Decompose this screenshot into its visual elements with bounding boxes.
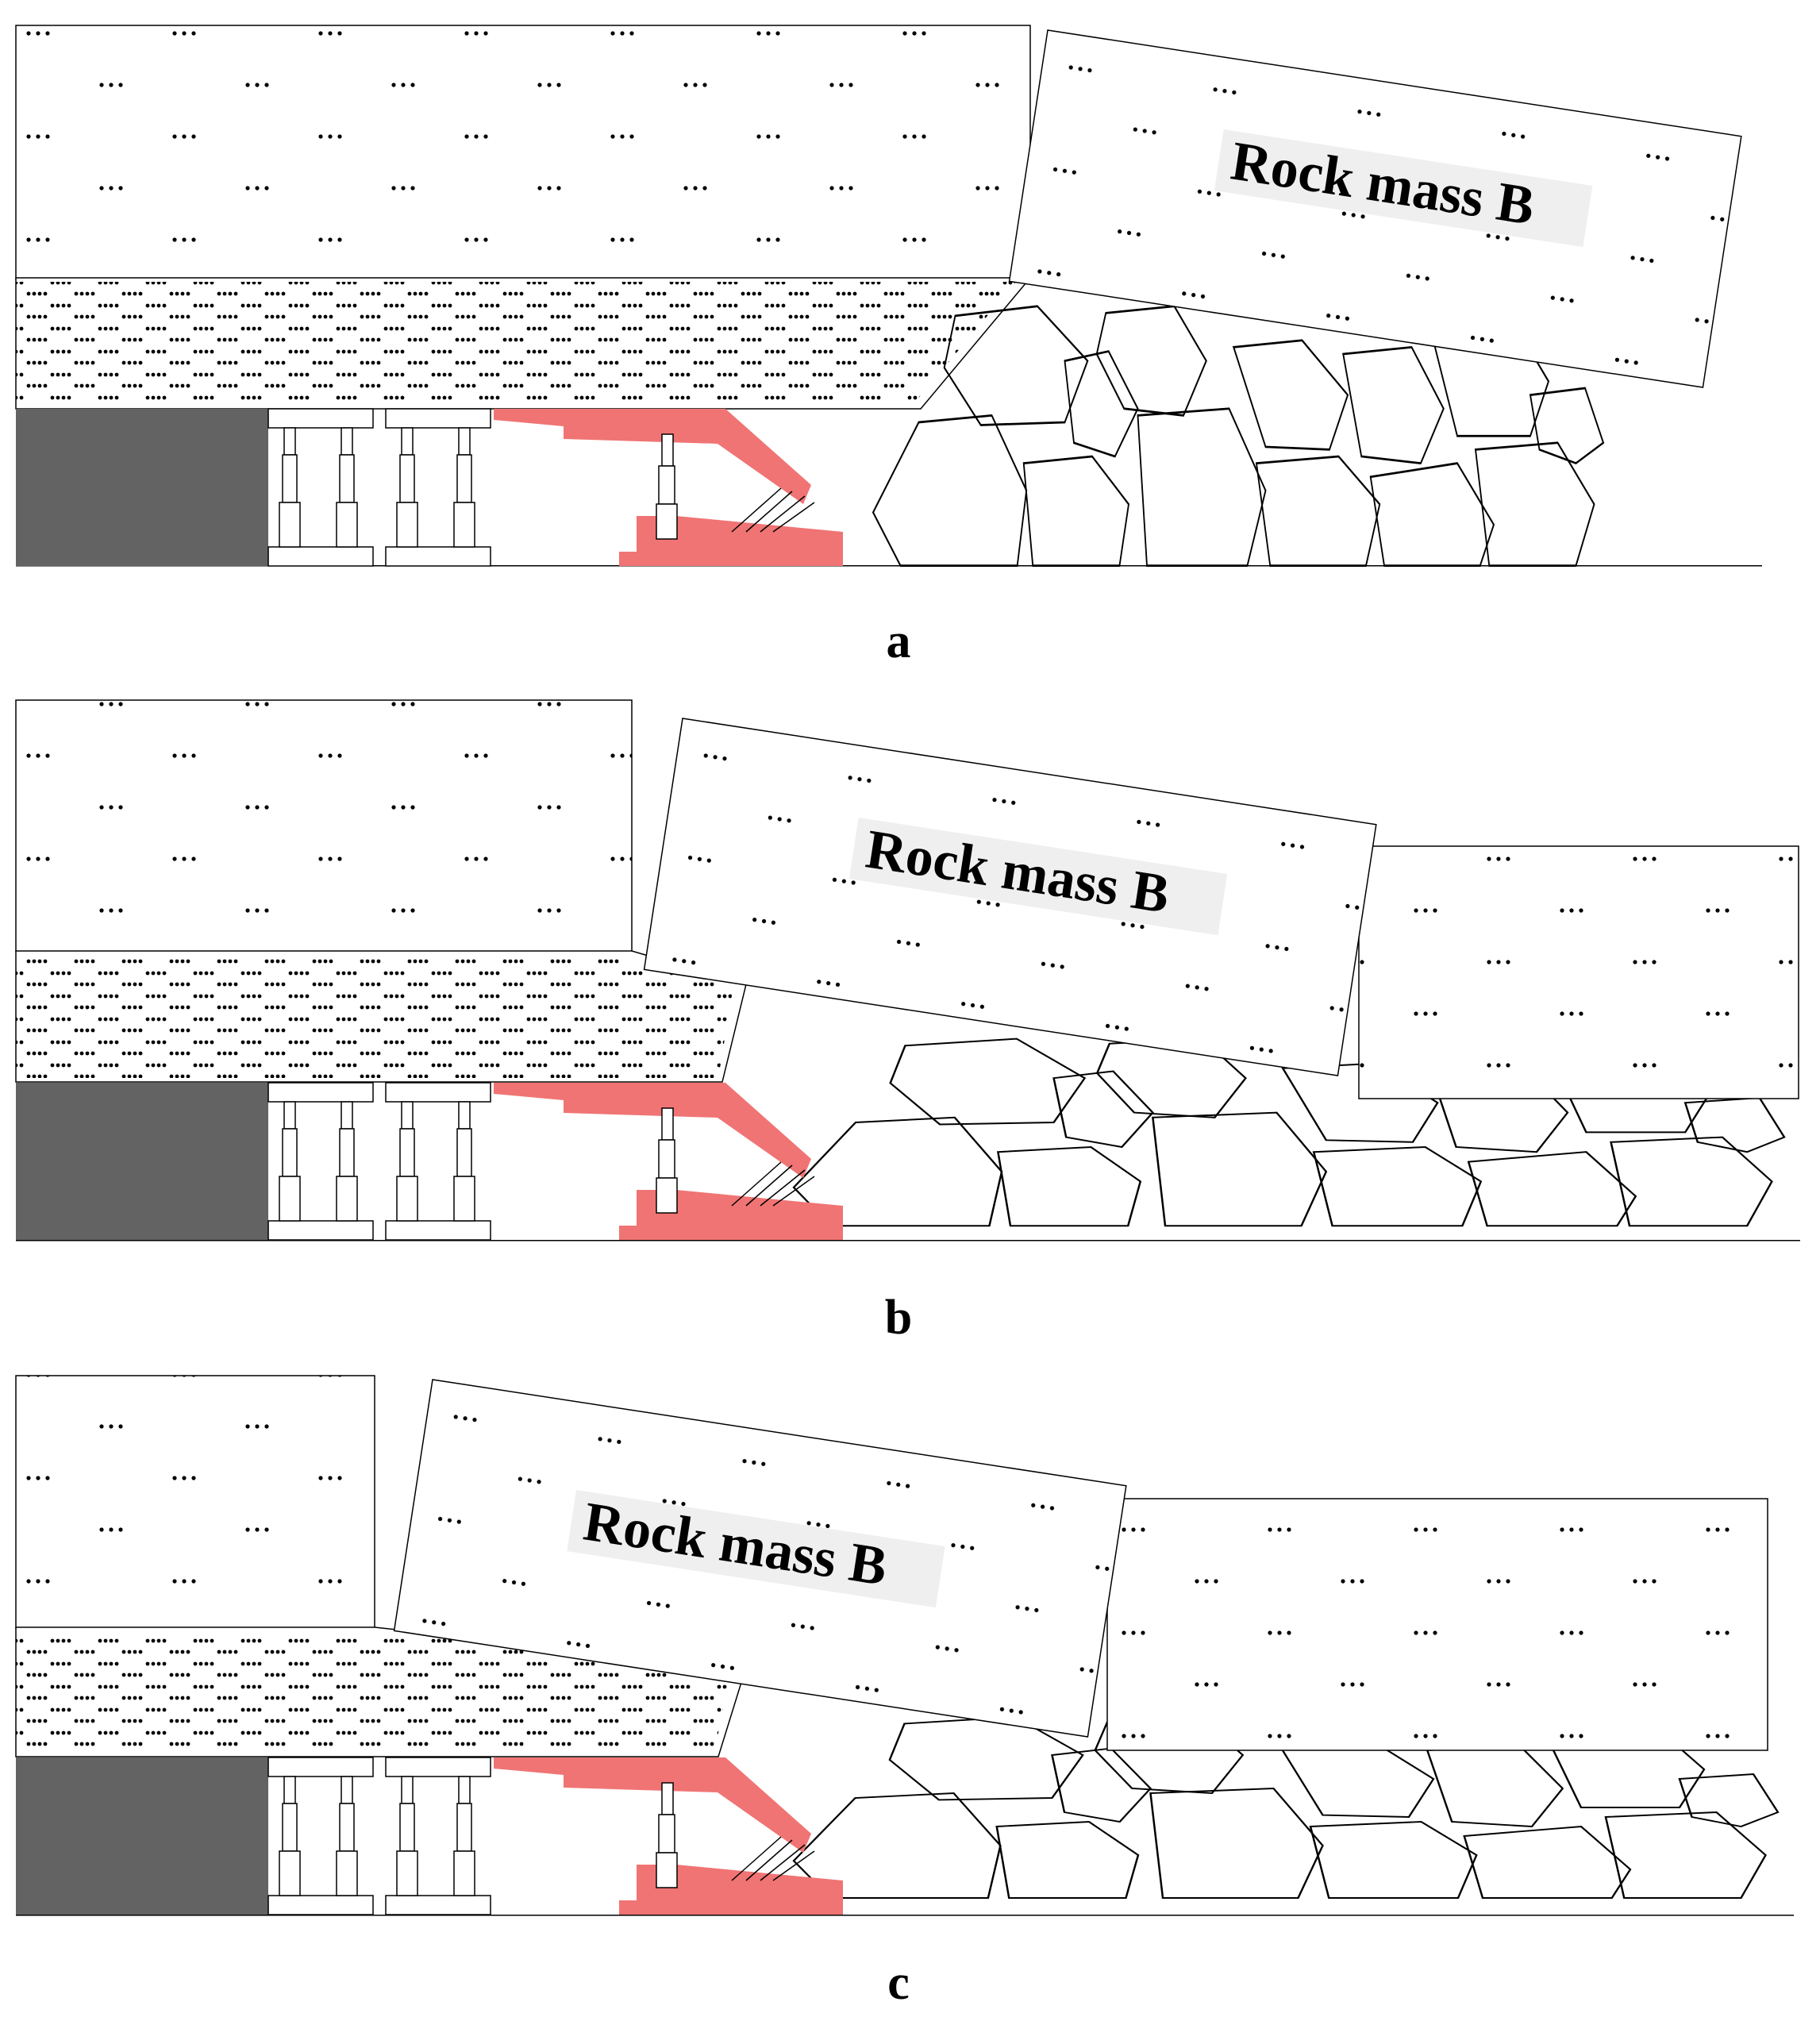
panel-caption-b: b [885,1291,912,1345]
rock-mass-b-block: Rock mass B [1008,29,1742,388]
working-face [16,408,844,567]
rock-mass-b-block: Rock mass B [393,1379,1127,1738]
rock-mass-b-label-bg [567,1489,945,1608]
rock-mass-b-label-bg [1214,129,1593,248]
panel-b: Rock mass B b [15,699,1800,1345]
far-strata-dots [1359,846,1799,1099]
immediate-roof-dots [16,1634,738,1753]
floor-line [16,1240,1800,1241]
floor-line [16,1915,1794,1916]
upper-strata-dots [24,700,632,952]
immediate-roof-dots [16,957,738,1078]
panel-c: Rock mass B c [15,1375,1794,2010]
rock-mass-b-block: Rock mass B [643,718,1377,1076]
far-strata-dots [1107,1499,1768,1750]
upper-strata-dots [24,1376,375,1628]
rock-mass-b-label-bg [848,817,1228,936]
upper-strata-dots [24,25,1030,279]
working-face [16,1082,844,1241]
panel-caption-c: c [887,1956,910,2010]
immediate-roof-dots [16,282,1016,405]
working-face [16,1757,844,1915]
panel-caption-a: a [887,614,911,668]
floor-line [16,565,1762,567]
panel-a: Rock mass B a [15,25,1762,668]
